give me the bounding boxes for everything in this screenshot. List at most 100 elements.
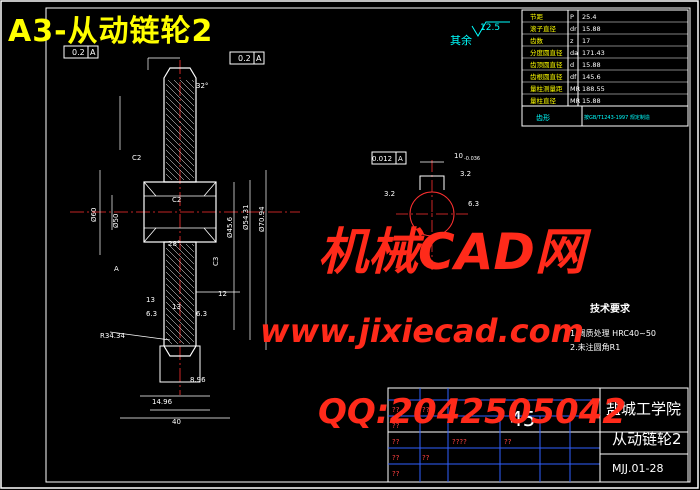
tb-material: 45 — [510, 407, 535, 431]
dim-radius: R34.34 — [100, 332, 125, 340]
hatch-line — [165, 149, 195, 179]
hatch-line — [191, 243, 195, 247]
param-name-cell: 量柱直径 — [530, 96, 557, 105]
tol-top-datum: A — [90, 48, 96, 57]
hatch-upper — [165, 79, 195, 345]
param-name-cell: 量柱测量距 — [530, 84, 563, 93]
hatch-line — [165, 137, 195, 167]
hatch-line — [165, 337, 173, 345]
param-value-cell: 15.88 — [582, 61, 601, 69]
param-symbol-cell: MR — [570, 85, 581, 93]
tb-placeholder: ???? — [452, 438, 467, 446]
hatch-line — [165, 271, 195, 301]
tolerance-frame-face: 0.2 A — [229, 51, 265, 65]
dim-dia-60: Ø60 — [90, 208, 98, 222]
tb-school: 盐城工学院 — [606, 400, 681, 418]
hatch-line — [165, 325, 185, 345]
param-symbol-cell: df — [570, 73, 577, 81]
tb-part-name: 从动链轮2 — [612, 430, 682, 448]
param-value-cell: 171.43 — [582, 49, 605, 57]
hatch-line — [165, 161, 185, 181]
hatch-line — [165, 313, 195, 343]
hatch-line — [165, 331, 179, 345]
hatch-line — [165, 107, 195, 137]
param-value-cell: 15.88 — [582, 97, 601, 105]
hatch-line — [165, 83, 195, 113]
dim-w1496: 14.96 — [152, 398, 173, 406]
param-symbol-cell: d — [570, 61, 574, 69]
hatch-line — [165, 295, 195, 325]
hatch-line — [173, 79, 195, 101]
title-block: 45 盐城工学院 从动链轮2 MJJ.01-28 ???????????????… — [387, 387, 689, 483]
tb-placeholder: ?? — [392, 422, 400, 430]
hatch-line — [165, 167, 179, 181]
hatch-line — [165, 125, 195, 155]
drawing-title: A3-从动链轮2 — [8, 14, 214, 49]
hatch-line — [165, 283, 195, 313]
dim-dia-45: Ø45.6 — [226, 216, 234, 238]
hatch-line — [167, 243, 195, 271]
dim-datum-a: A — [114, 265, 119, 273]
dim-w6a: 6.3 — [146, 310, 157, 318]
roughness-label: 其余 — [450, 33, 472, 47]
tooth-width: 10 — [454, 152, 463, 160]
hatch-line — [185, 243, 195, 253]
param-name-cell: 分度圆直径 — [530, 48, 563, 57]
dim-w40: 40 — [172, 418, 181, 426]
tb-drawing-no: MJJ.01-28 — [612, 462, 663, 475]
param-name-cell: 节距 — [530, 13, 544, 21]
hatch-line — [165, 155, 191, 181]
roughness-value: 12.5 — [480, 23, 500, 33]
dim-c3: C3 — [212, 257, 220, 266]
param-name-cell: 齿数 — [530, 36, 544, 45]
tb-placeholder: ?? — [422, 454, 430, 462]
hatch-line — [165, 247, 195, 277]
hatch-line — [165, 131, 195, 161]
tol-face-value: 0.2 — [238, 54, 251, 63]
watermark-qq: QQ:2042505042 — [318, 392, 626, 432]
dim-angle-top: 32° — [196, 82, 208, 90]
watermark-cn: 机械CAD网 — [318, 223, 585, 281]
dim-dia-50: Ø50 — [112, 214, 120, 228]
param-value-cell: 15.88 — [582, 25, 601, 33]
watermark-web: www.jixiecad.com — [260, 312, 584, 350]
param-symbol-cell: dr — [570, 25, 577, 33]
tb-placeholder: ?? — [504, 438, 512, 446]
dim-dia-70: Ø70.94 — [258, 206, 266, 232]
hatch-line — [165, 143, 195, 173]
hatch-line — [179, 243, 195, 259]
tb-placeholder: ?? — [392, 438, 400, 446]
param-symbol-cell: z — [570, 37, 574, 45]
dimension-texts: 32° C2 C2 Ø60 Ø50 Ø45.6 Ø54.31 Ø70.94 28… — [90, 82, 266, 426]
tol-top-value: 0.2 — [72, 48, 85, 57]
hatch-line — [165, 119, 195, 149]
param-value-cell: 17 — [582, 37, 590, 45]
param-value-cell: 145.6 — [582, 73, 601, 81]
dim-angle-hub: 28° — [168, 240, 180, 248]
tb-placeholder: ?? — [392, 454, 400, 462]
param-name-cell: 滚子直径 — [530, 24, 557, 33]
hatch-line — [165, 319, 191, 345]
hatch-line — [165, 259, 195, 289]
dim-dia-54: Ø54.31 — [242, 204, 250, 230]
section-view — [70, 60, 300, 395]
hatch-line — [179, 79, 195, 95]
param-footer-text: 按GB/T1243-1997 规定制造 — [584, 114, 650, 121]
dim-w12: 12 — [218, 290, 227, 298]
hatch-line — [185, 79, 195, 89]
hatch-line — [191, 79, 195, 83]
tooth-view: 0.012 A 10 -0.036 3.2 6.3 3.2 — [371, 151, 480, 270]
hatch-line — [165, 95, 195, 125]
param-symbol-cell: MR — [570, 97, 581, 105]
hatch-line — [165, 101, 195, 131]
tooth-width-tol: -0.036 — [464, 156, 480, 162]
param-name-cell: 齿顶圆直径 — [530, 60, 563, 69]
param-name-cell: 齿根圆直径 — [530, 72, 563, 81]
tooth-ra-b: 6.3 — [468, 200, 479, 208]
tech-requirements: 技术要求 1.调质处理 HRC40~50 2.未注圆角R1 — [570, 302, 656, 352]
hatch-line — [165, 289, 195, 319]
hatch-line — [165, 113, 195, 143]
